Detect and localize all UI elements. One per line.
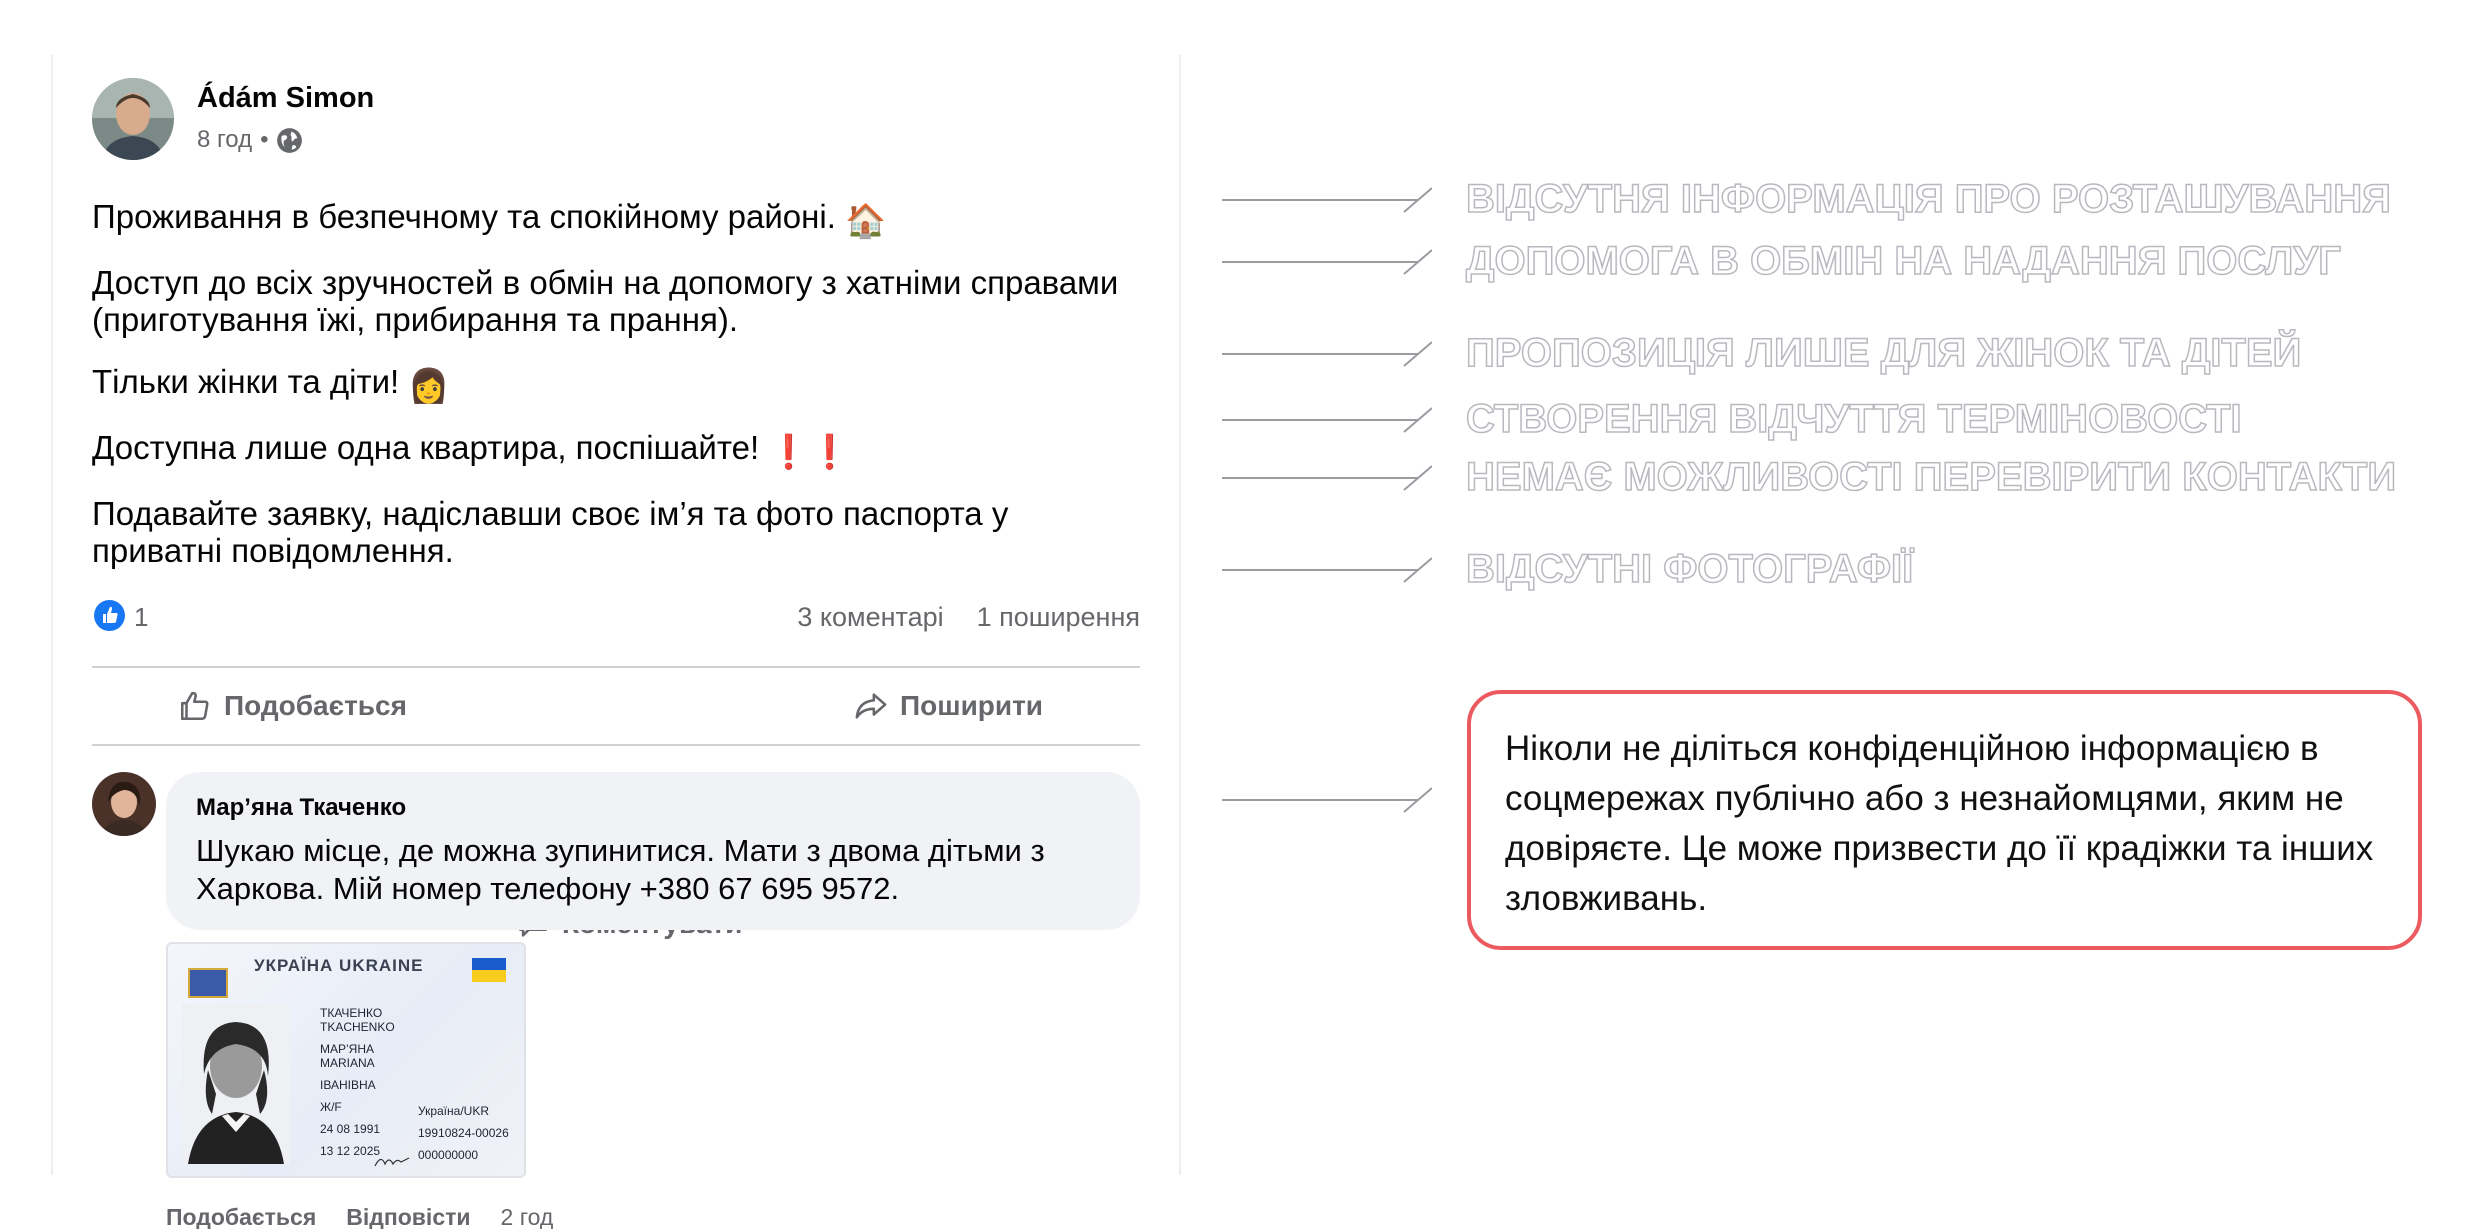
ukraine-flag-icon <box>472 958 506 982</box>
comment-like-link[interactable]: Подобається <box>166 1204 317 1229</box>
connector-arrow <box>1222 557 1432 583</box>
comment: Мар’яна Ткаченко Шукаю місце, де можна з… <box>92 772 1140 1229</box>
warning-text: Ніколи не діліться конфіденційною інформ… <box>1505 729 2374 918</box>
connector-arrow <box>1222 341 1432 367</box>
annotation-unverifiable-contacts: НЕМАЄ МОЖЛИВОСТІ ПЕРЕВІРИТИ КОНТАКТИ <box>1465 454 2397 500</box>
like-badge-icon[interactable] <box>94 600 125 631</box>
globe-icon <box>277 127 303 153</box>
annotation-women-children-only: ПРОПОЗИЦІЯ ЛИШЕ ДЛЯ ЖІНОК ТА ДІТЕЙ <box>1465 330 2302 376</box>
connector-arrow <box>1222 407 1432 433</box>
post-paragraph: Тільки жінки та діти! 👩 <box>92 363 450 404</box>
passport-header: УКРАЇНА UKRAINE <box>176 954 516 982</box>
author-avatar[interactable] <box>92 78 174 160</box>
warning-box: Ніколи не діліться конфіденційною інформ… <box>1467 690 2422 950</box>
like-button-label: Подобається <box>224 690 407 721</box>
facebook-post: Ádám Simon 8 год • Проживання в безпечно… <box>92 76 1140 1229</box>
passport-signature <box>374 1157 410 1167</box>
post-paragraph: Проживання в безпечному та спокійному ра… <box>92 198 887 239</box>
post-stats: 1 3 коментарі 1 поширення <box>92 594 1140 646</box>
post-actions: Подобається Коментувати Поширити <box>92 666 1140 939</box>
passport-photo[interactable]: УКРАЇНА UKRAINE ТКАЧЕНКО TKACHENKO МАР’Я… <box>166 942 526 1178</box>
connector-arrow <box>1222 787 1432 813</box>
post-paragraph: Подавайте заявку, надіславши своє ім’я т… <box>92 495 1009 569</box>
comment-reply-link[interactable]: Відповісти <box>346 1204 471 1229</box>
author-name[interactable]: Ádám Simon <box>197 82 375 114</box>
comment-bubble: Мар’яна Ткаченко Шукаю місце, де можна з… <box>166 772 1140 930</box>
annotation-no-location: ВІДСУТНЯ ІНФОРМАЦІЯ ПРО РОЗТАШУВАННЯ <box>1465 176 2391 222</box>
annotation-no-photos: ВІДСУТНІ ФОТОГРАФІЇ <box>1465 546 1914 592</box>
house-emoji: 🏠 <box>845 202 887 239</box>
passport-portrait <box>182 1004 290 1164</box>
connector-arrow <box>1222 249 1432 275</box>
post-body: Проживання в безпечному та спокійному ра… <box>92 198 1140 569</box>
share-icon <box>855 693 887 719</box>
thumbs-up-icon <box>180 691 209 721</box>
post-time[interactable]: 8 год <box>197 126 253 153</box>
like-count[interactable]: 1 <box>134 602 149 632</box>
comment-text: Шукаю місце, де можна зупинитися. Мати з… <box>196 833 1045 906</box>
post-paragraph: Доступ до всіх зручностей в обмін на доп… <box>92 264 1119 338</box>
passport-chip-icon <box>188 968 228 998</box>
post-meta: 8 год • <box>197 126 303 154</box>
exclamation-emoji: ❗❗ <box>768 433 851 470</box>
connector-arrow <box>1222 187 1432 213</box>
comment-time[interactable]: 2 год <box>500 1204 554 1229</box>
like-button[interactable]: Подобається <box>178 668 407 744</box>
left-divider <box>51 55 53 1175</box>
commenter-avatar[interactable] <box>92 772 156 836</box>
stats-right: 3 коментарі 1 поширення <box>797 602 1140 633</box>
annotation-urgency: СТВОРЕННЯ ВІДЧУТТЯ ТЕРМІНОВОСТІ <box>1465 396 2242 442</box>
passport-title: УКРАЇНА UKRAINE <box>254 956 424 975</box>
passport-fields-right: Україна/UKR 19910824-00026 000000000 <box>418 1104 509 1162</box>
post-paragraph: Доступна лише одна квартира, поспішайте!… <box>92 429 851 470</box>
annotation-services-exchange: ДОПОМОГА В ОБМІН НА НАДАННЯ ПОСЛУГ <box>1465 238 2341 284</box>
shares-count[interactable]: 1 поширення <box>976 602 1140 632</box>
meta-separator: • <box>260 126 269 153</box>
comment-actions: Подобається Відповісти 2 год <box>166 1204 553 1229</box>
share-button-label: Поширити <box>900 690 1044 721</box>
center-divider <box>1179 55 1181 1175</box>
commenter-name[interactable]: Мар’яна Ткаченко <box>196 794 407 821</box>
woman-emoji: 👩 <box>408 367 450 404</box>
share-button[interactable]: Поширити <box>854 668 1043 744</box>
connector-arrow <box>1222 465 1432 491</box>
passport-fields: ТКАЧЕНКО TKACHENKO МАР’ЯНА MARIANA ІВАНІ… <box>320 1006 395 1158</box>
comments-count[interactable]: 3 коментарі <box>797 602 944 632</box>
post-header: Ádám Simon 8 год • <box>92 76 1140 166</box>
